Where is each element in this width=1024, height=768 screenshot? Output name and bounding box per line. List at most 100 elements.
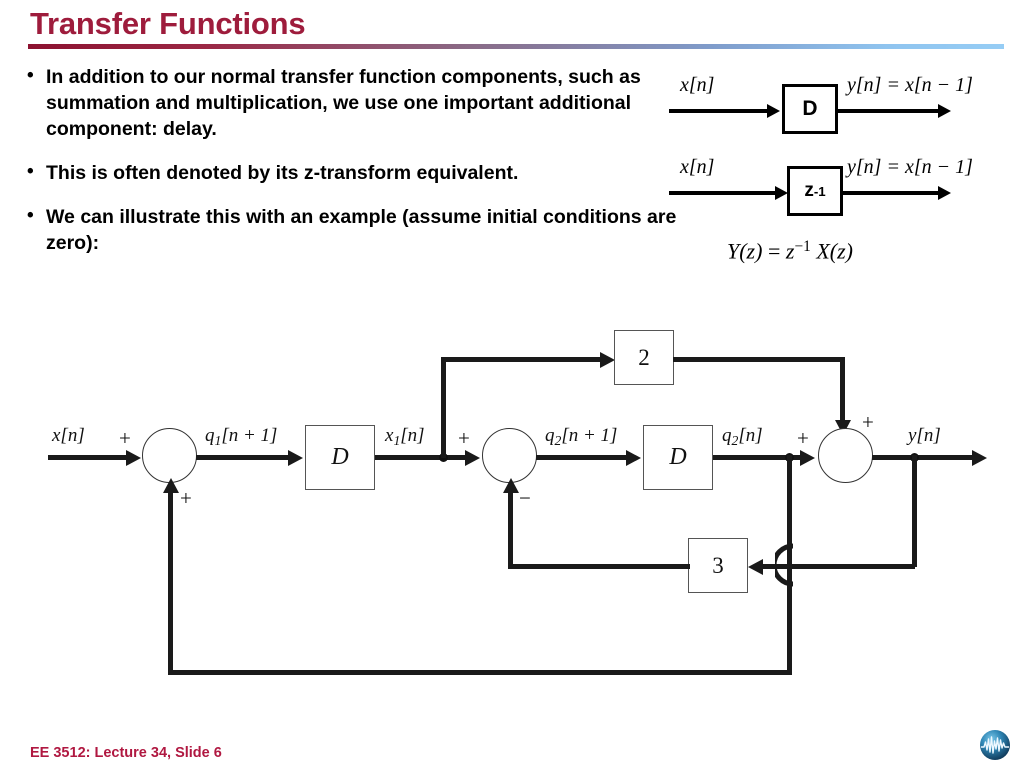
bullet-marker: •: [27, 161, 34, 182]
delay-block-d-label: D: [802, 97, 818, 120]
equation-rhs: X(z): [816, 238, 853, 264]
bullet-text: We can illustrate this with an example (…: [46, 206, 677, 254]
summer-1-plus-bottom: +: [180, 486, 192, 510]
d-input-wire: [669, 109, 771, 113]
q2n-sub: 2: [554, 432, 562, 448]
gain2-input-arrow-icon: [600, 352, 615, 368]
summer-2-minus-bottom: −: [519, 486, 531, 510]
gain3-input-arrow-icon: [748, 559, 763, 575]
z-output-wire: [843, 191, 943, 195]
wire-x1-branch-up: [441, 357, 446, 458]
wire-gain2-down: [840, 357, 845, 424]
q1-sub: 1: [214, 432, 222, 448]
q1-rest: [n + 1]: [221, 425, 278, 446]
wire-to-gain2: [441, 357, 605, 362]
wire-gain3-out-left: [508, 564, 690, 569]
q2-sub: 2: [731, 432, 739, 448]
delay1-input-arrow-icon: [288, 450, 303, 466]
d-input-arrow-icon: [767, 104, 780, 118]
z-input-label: x[n]: [680, 156, 715, 178]
input-wire: [48, 455, 131, 460]
bullet-text: In addition to our normal transfer funct…: [46, 66, 641, 140]
z-input-arrow-icon: [775, 186, 788, 200]
summer-3-plus-top: +: [862, 410, 874, 434]
input-arrow-icon: [126, 450, 141, 466]
bullet-item-3: • We can illustrate this with an example…: [20, 204, 680, 256]
wire-summer1-to-delay1: [196, 455, 292, 460]
diagram-output-label: y[n]: [908, 425, 941, 446]
wire-summer2-to-delay2: [536, 455, 630, 460]
x1-rest: [n]: [400, 425, 425, 446]
delay-block-z-label: z: [804, 180, 814, 201]
signal-label-q1-next: q1[n + 1]: [205, 425, 277, 449]
delay2-input-arrow-icon: [626, 450, 641, 466]
page-title: Transfer Functions: [30, 6, 306, 41]
wire-gain3-up-to-summer2: [508, 490, 513, 568]
wire-delay1-to-summer2: [375, 455, 470, 460]
q2n-base: q: [545, 425, 555, 446]
delay-block-d: D: [782, 84, 838, 134]
d-output-label: y[n] = x[n − 1]: [847, 74, 973, 96]
z-output-label: y[n] = x[n − 1]: [847, 156, 973, 178]
wire-gain2-out: [673, 357, 845, 362]
diagram-input-label: x[n]: [52, 425, 85, 446]
wire-bottom-feedback: [168, 670, 792, 675]
bullet-item-1: • In addition to our normal transfer fun…: [20, 64, 680, 142]
footer-label: EE 3512: Lecture 34, Slide 6: [30, 745, 222, 761]
z-output-arrow-icon: [938, 186, 951, 200]
summer-3-plus-left: +: [797, 426, 809, 450]
delay-block-2-label: D: [669, 444, 687, 470]
summer-1-plus-left: +: [119, 426, 131, 450]
bullet-list: • In addition to our normal transfer fun…: [20, 64, 680, 256]
summer2-bottom-arrow-icon: [503, 478, 519, 493]
equation-equals: =: [767, 238, 781, 264]
z-input-wire: [669, 191, 781, 195]
gain-block-3-label: 3: [712, 552, 724, 578]
x1-sub: 1: [393, 432, 401, 448]
d-input-label: x[n]: [680, 74, 715, 96]
gain-block-2-label: 2: [638, 344, 650, 370]
z-transform-equation: Y(z) = z−1 X(z): [727, 238, 853, 264]
delay-diagram-z: x[n] y[n] = x[n − 1] z-1: [660, 152, 1020, 222]
delay-block-z: z-1: [787, 166, 843, 216]
q2n-rest: [n + 1]: [561, 425, 618, 446]
summer3-input-arrow-icon: [800, 450, 815, 466]
delay-block-z-exponent: -1: [813, 183, 826, 199]
signal-label-q2-next: q2[n + 1]: [545, 425, 617, 449]
delay-diagram-d: x[n] y[n] = x[n − 1] D: [660, 70, 1020, 140]
system-block-diagram: x[n] + + q1[n + 1] D x1[n] 2: [0, 300, 1024, 700]
summer-3: [818, 428, 873, 483]
signal-label-q2: q2[n]: [722, 425, 763, 449]
wire-hop-to-gain3: [760, 564, 795, 569]
equation-z-exponent: −1: [794, 238, 811, 255]
wire-q2-feedback-down: [787, 455, 792, 675]
delay-block-2: D: [643, 425, 713, 490]
summer-2-plus-left: +: [458, 426, 470, 450]
wire-y-feedback-left: [793, 564, 915, 569]
summer-1: [142, 428, 197, 483]
gain-block-3: 3: [688, 538, 748, 593]
output-arrow-icon: [972, 450, 987, 466]
delay-block-1: D: [305, 425, 375, 490]
summer2-input-arrow-icon: [465, 450, 480, 466]
summer1-bottom-arrow-icon: [163, 478, 179, 493]
equation-z: z: [785, 238, 795, 264]
bullet-item-2: • This is often denoted by its z-transfo…: [20, 160, 680, 186]
equation-lhs: Y(z): [727, 238, 763, 264]
bullet-text: This is often denoted by its z-transform…: [46, 162, 519, 184]
q2-rest: [n]: [738, 425, 763, 446]
gain-block-2: 2: [614, 330, 674, 385]
x1-base: x: [385, 425, 394, 446]
bullet-marker: •: [27, 205, 34, 226]
q2-base: q: [722, 425, 732, 446]
title-divider: [28, 44, 1004, 49]
d-output-wire: [838, 109, 943, 113]
wire-delay2-to-summer3: [713, 455, 806, 460]
wire-y-feedback-down: [912, 455, 917, 567]
wire-bottom-feedback-up: [168, 490, 173, 675]
d-output-arrow-icon: [938, 104, 951, 118]
signal-globe-logo: [978, 728, 1012, 762]
q1-base: q: [205, 425, 215, 446]
delay-block-1-label: D: [331, 444, 349, 470]
